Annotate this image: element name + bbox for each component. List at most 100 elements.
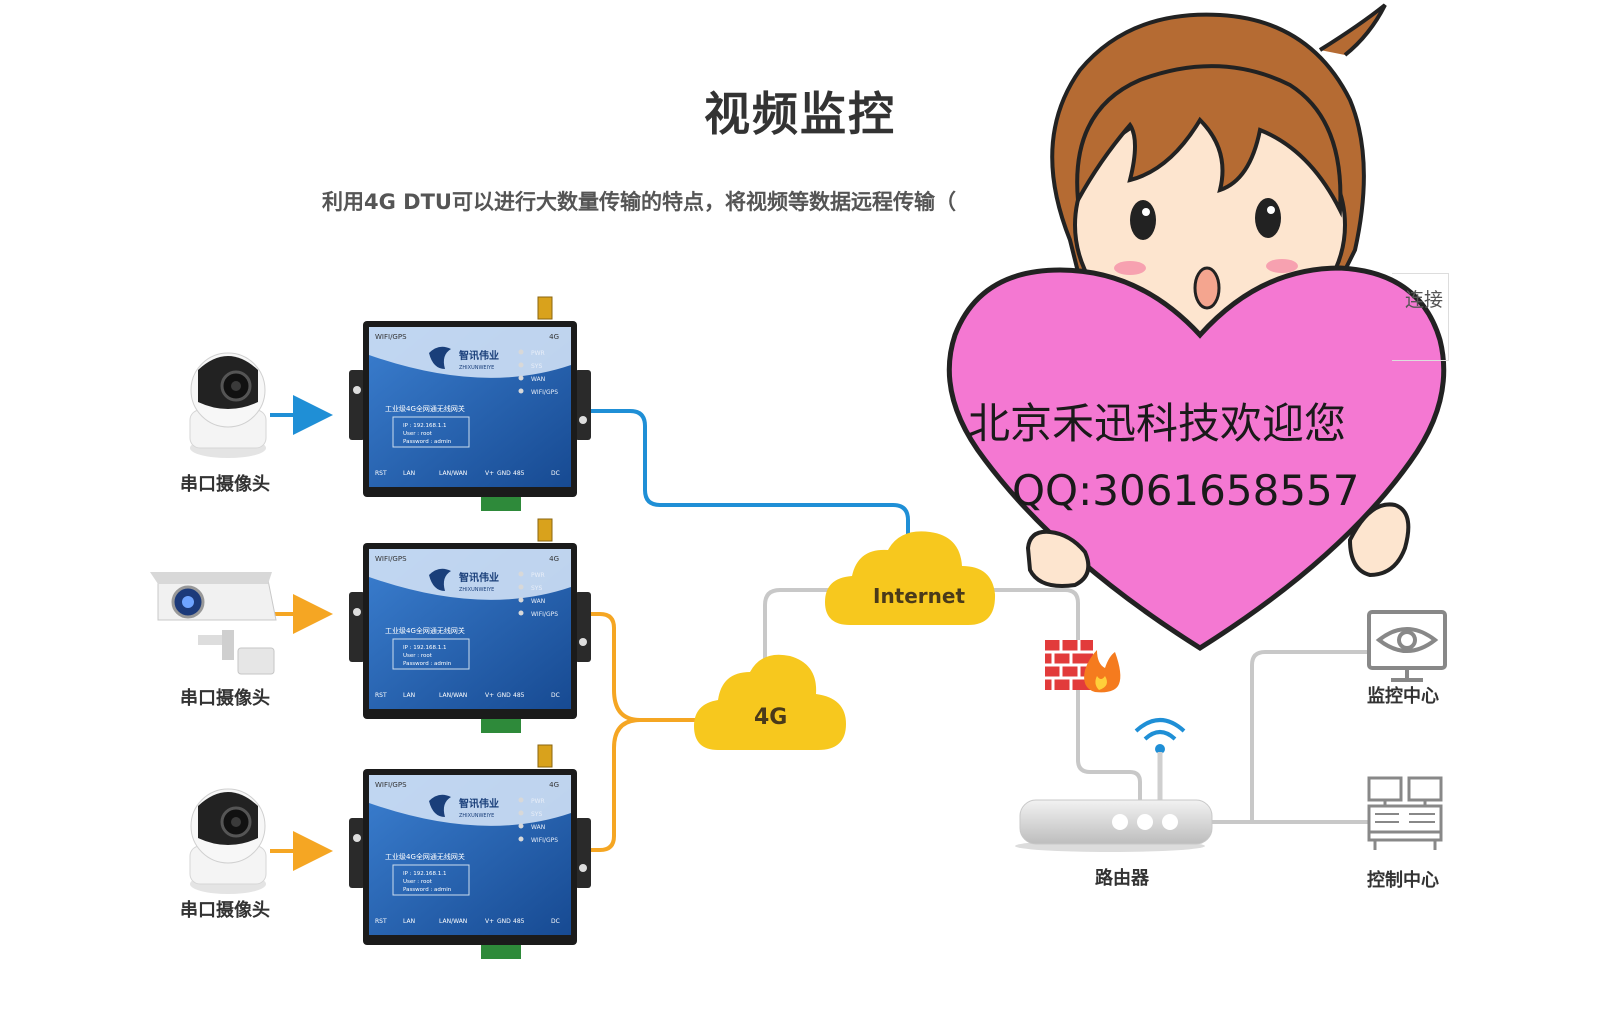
line-dtu3-to-4g xyxy=(588,718,641,852)
antenna-icon xyxy=(537,744,553,768)
led-label: WIFI/GPS xyxy=(531,611,558,618)
cloud-internet-label: Internet xyxy=(873,584,966,608)
overlay-welcome-text: 北京禾迅科技欢迎您 xyxy=(968,399,1347,448)
dtu-info-box xyxy=(392,416,470,448)
screw-hole xyxy=(579,638,587,646)
screw-hole xyxy=(579,416,587,424)
overlay-qq-text: QQ:3061658557 xyxy=(1012,466,1360,515)
dtu-top-right-label: 4G xyxy=(549,781,559,789)
dtu-port-label: RST xyxy=(375,692,387,699)
led-indicator xyxy=(518,584,524,590)
dome-camera-icon xyxy=(189,352,267,458)
dtu-port-label: LAN/WAN xyxy=(439,470,467,477)
led-label: SYS xyxy=(531,363,542,370)
led-label: PWR xyxy=(531,798,545,805)
antenna-icon xyxy=(537,296,553,320)
dtu-port-label: GND xyxy=(497,470,511,477)
monitor-eye-icon xyxy=(1367,610,1447,682)
cloud-internet-icon xyxy=(825,531,996,625)
dtu-port-label: V+ xyxy=(485,918,494,925)
mount-flange xyxy=(575,592,591,662)
dtu-port-label: GND xyxy=(497,918,511,925)
dtu-top-left-label: WIFI/GPS xyxy=(375,333,407,341)
line-router-to-centers xyxy=(1212,650,1369,824)
hidden-text-fragment: 连接 xyxy=(1405,289,1444,311)
dtu-brand-sub: ZHIXUNWEIYE xyxy=(459,365,494,371)
led-label: SYS xyxy=(531,811,542,818)
cloud-4g-label: 4G xyxy=(754,705,788,730)
screw-hole xyxy=(353,834,361,842)
led-indicator xyxy=(518,810,524,816)
led-indicator xyxy=(518,597,524,603)
dtu-password: Password : admin xyxy=(403,887,452,893)
led-label: WAN xyxy=(531,376,545,383)
dtu-password: Password : admin xyxy=(403,439,452,445)
led-label: WIFI/GPS xyxy=(531,837,558,844)
line-4g-to-internet xyxy=(763,588,838,680)
monitor-center-label: 监控中心 xyxy=(1367,686,1439,707)
dtu-brand: 智讯伟业 xyxy=(459,349,499,362)
router-icon xyxy=(1015,799,1213,852)
screw-hole xyxy=(353,608,361,616)
led-indicator xyxy=(518,349,524,355)
dtu-port-label: RST xyxy=(375,918,387,925)
dtu-brand-sub: ZHIXUNWEIYE xyxy=(459,813,494,819)
camera-label-1: 串口摄像头 xyxy=(180,474,270,495)
dtu-port-label: RST xyxy=(375,470,387,477)
page-title: 视频监控 xyxy=(704,87,896,141)
wifi-icon xyxy=(1134,718,1186,754)
brand-logo-icon xyxy=(429,794,451,817)
dtu-port-label: 485 xyxy=(513,470,525,477)
dtu-port-label: LAN/WAN xyxy=(439,692,467,699)
dtu-user: User : root xyxy=(403,653,433,659)
dtu-user: User : root xyxy=(403,431,433,437)
dtu-port-label: 485 xyxy=(513,692,525,699)
terminal-block xyxy=(481,719,521,733)
led-label: PWR xyxy=(531,572,545,579)
screw-hole xyxy=(579,864,587,872)
camera-label-2: 串口摄像头 xyxy=(180,688,270,709)
led-label: WAN xyxy=(531,824,545,831)
cloud-4g-icon xyxy=(694,654,846,750)
line-dtu1-to-internet xyxy=(588,409,910,545)
mount-flange xyxy=(349,592,365,662)
dtu-port-label: DC xyxy=(551,692,560,699)
dtu-port-label: V+ xyxy=(485,470,494,477)
dtu-product-name: 工业级4G全网通无线网关 xyxy=(385,626,465,635)
dtu-ip: IP : 192.168.1.1 xyxy=(403,423,447,429)
line-internet-to-router xyxy=(992,588,1142,800)
dtu-product-name: 工业级4G全网通无线网关 xyxy=(385,404,465,413)
dtu-password: Password : admin xyxy=(403,661,452,667)
led-indicator xyxy=(518,610,524,616)
router-label: 路由器 xyxy=(1095,868,1149,889)
led-label: PWR xyxy=(531,350,545,357)
dtu-info-box xyxy=(392,864,470,896)
antenna-icon xyxy=(537,518,553,542)
dtu-user: User : root xyxy=(403,879,433,885)
dtu-brand-sub: ZHIXUNWEIYE xyxy=(459,587,494,593)
dtu-port-label: V+ xyxy=(485,692,494,699)
dtu-port-label: DC xyxy=(551,470,560,477)
dtu-ip: IP : 192.168.1.1 xyxy=(403,645,447,651)
dtu-top-right-label: 4G xyxy=(549,333,559,341)
dtu-port-label: DC xyxy=(551,918,560,925)
control-console-icon xyxy=(1367,776,1443,850)
led-indicator xyxy=(518,797,524,803)
dtu-ip: IP : 192.168.1.1 xyxy=(403,871,447,877)
led-label: WAN xyxy=(531,598,545,605)
hidden-box-fragment xyxy=(1392,273,1449,361)
dtu-port-label: LAN xyxy=(403,918,415,925)
led-label: SYS xyxy=(531,585,542,592)
bullet-camera-icon xyxy=(150,572,277,675)
led-indicator xyxy=(518,571,524,577)
dtu-info-box xyxy=(392,638,470,670)
dtu-brand: 智讯伟业 xyxy=(459,571,499,584)
led-label: WIFI/GPS xyxy=(531,389,558,396)
dtu-port-label: LAN/WAN xyxy=(439,918,467,925)
control-center-label: 控制中心 xyxy=(1367,870,1439,891)
mount-flange xyxy=(575,370,591,440)
